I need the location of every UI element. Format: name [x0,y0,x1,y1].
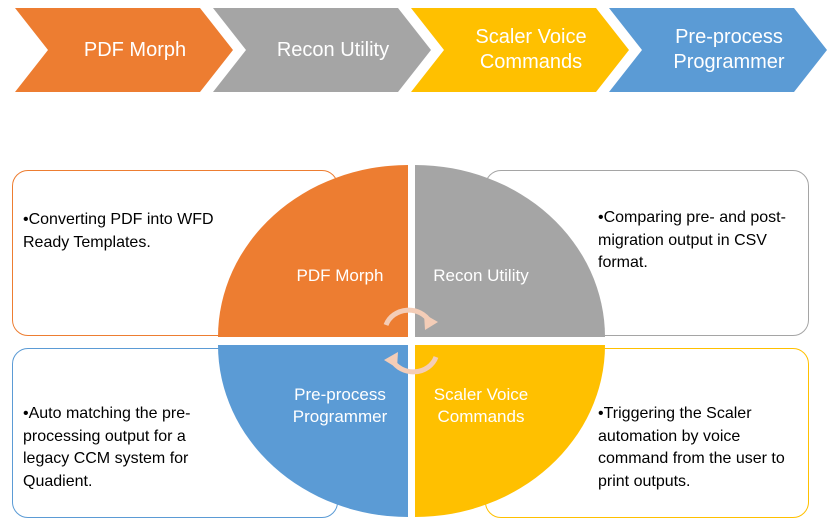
step-label: Recon Utility [276,38,390,61]
quadrant-label: Scaler Voice [434,385,529,404]
card-text: •Triggering the Scaler automation by voi… [598,405,785,491]
quadrant-pdf-morph [218,165,408,337]
quadrant-label: PDF Morph [297,266,384,285]
card-text: •Auto matching the pre-processing output… [23,405,191,491]
step-label: Pre-process Programmer [673,26,785,73]
process-flow: PDF Morph Recon Utility Scaler Voice Com… [0,0,832,100]
quadrant-label: Pre-process [294,385,386,404]
step-scaler-voice-commands: Scaler Voice Commands [411,8,629,92]
quadrant-recon-utility [415,165,605,337]
quadrant-scaler-voice-commands [415,345,605,517]
card-text: •Converting PDF into WFD Ready Templates… [23,211,214,251]
step-pre-process-programmer: Pre-process Programmer [609,8,827,92]
arrow-head-icon [424,314,438,330]
arrow-head-icon [384,352,398,368]
card-text: •Comparing pre- and post-migration outpu… [598,209,786,272]
quadrant-label: Commands [438,407,525,426]
quadrant-label: Programmer [293,407,388,426]
step-label: PDF Morph [83,38,187,61]
step-recon-utility: Recon Utility [213,8,431,92]
step-label: Scaler Voice Commands [475,26,587,73]
quadrant-label: Recon Utility [433,266,529,285]
step-pdf-morph: PDF Morph [15,8,233,92]
quadrant-pre-process-programmer [218,345,408,517]
